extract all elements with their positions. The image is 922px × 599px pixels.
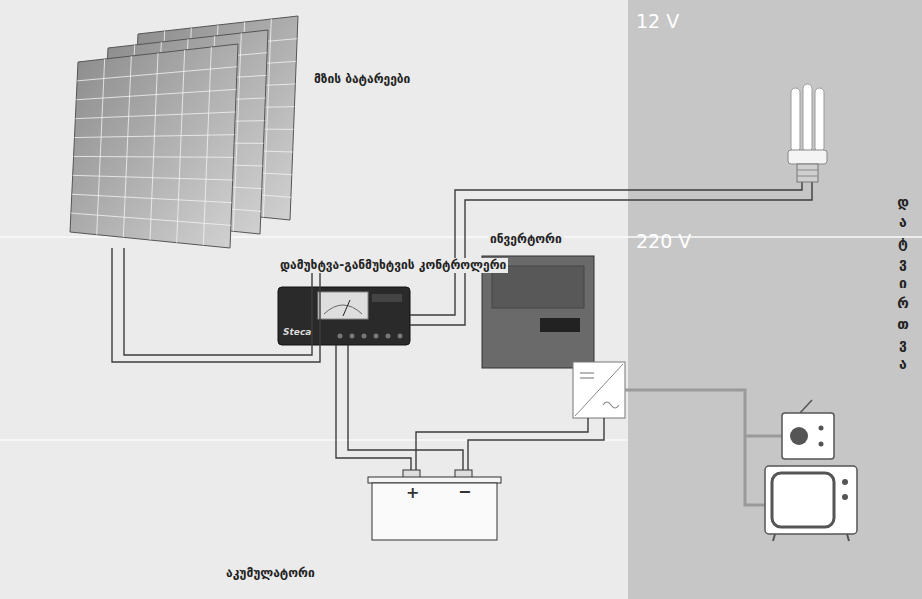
radio-speaker [790,427,808,445]
tv-icon [765,466,857,541]
lamp-thread [797,170,818,171]
solar-panels [70,16,298,248]
node-label: აკუმულატორი [224,566,317,581]
node-label: ინვერტორი [488,232,564,247]
node-label: 220 V [636,230,691,252]
brand-label: Steca [283,327,311,337]
meter-window [318,292,368,319]
panel-grid [75,112,235,119]
lamp-collar [788,150,827,164]
panel-grid [77,67,237,81]
tv-leg [773,534,775,541]
panel-grid [71,213,231,225]
tv-leg [847,534,849,541]
tv-screen [772,473,834,527]
node-label: დამუხტვა-განმუხტვის კონტროლერი [278,258,508,273]
node-label: + [406,484,419,502]
node-label: დატვირთვა [896,192,910,375]
terminal-screw [338,334,343,339]
panel-grid [74,135,234,138]
panel-grid [72,194,232,202]
tv-knob [842,479,848,485]
converter-symbol [573,362,625,418]
panel-grid [150,53,158,240]
terminal-screw [386,334,391,339]
lamp-base [797,164,818,182]
radio-knob [819,442,824,447]
node-label: 12 V [636,10,679,32]
radio-antenna [800,400,812,413]
battery-body [372,483,497,540]
lamp-thread [797,176,818,177]
panel-grid [123,56,131,237]
inverter-box: ინვერტორი [478,232,628,418]
panel-grid [97,59,105,235]
inverter-display [540,318,580,332]
wire-connector [348,345,463,470]
panel-grid [203,47,211,245]
wire-connector [468,418,604,470]
converter-box [573,362,625,418]
terminal-screw [362,334,367,339]
tv-body [765,466,857,534]
controller-box: დამუხტვა-განმუხტვის კონტროლერი [278,258,548,345]
dc-symbol [580,372,594,373]
wire-connector [336,345,411,470]
radio-knob [819,426,824,431]
terminal-screw [350,334,355,339]
load-band: 12 V 220 V დატვირთვა [628,0,922,599]
lamp-wire [410,182,802,315]
load-ground [628,0,922,599]
panel-grid [74,156,234,158]
lamp-wire [410,182,812,325]
lamp-icon [788,84,827,182]
lamp-tube [815,88,824,152]
battery-lid [368,477,501,483]
solar-panel [70,44,238,248]
controller-body [278,287,410,345]
wire-connector [416,418,588,470]
terminal-screw [398,334,403,339]
panel-grid [76,89,236,99]
panel-grid [177,50,185,243]
battery-box: აკუმულატორი + − [220,470,502,585]
node-label: − [458,483,471,501]
radio-body [782,413,834,459]
controller-device [278,287,410,345]
controller-strip [372,294,402,302]
solar-panel-group: მზის ბატარეები [70,15,450,248]
meter-scale [324,305,362,314]
dc-symbol [580,377,594,378]
ac-symbol [603,402,619,408]
battery-device [368,470,501,540]
lamp-tube [791,88,800,152]
radio-icon [782,400,834,459]
converter-diagonal [575,364,623,416]
panel-grid [73,175,233,180]
ac-wire [625,390,782,505]
tv-knob [842,494,848,500]
terminal-screw [374,334,379,339]
node-label: მზის ბატარეები [312,72,412,87]
meter-needle [343,300,350,316]
lamp-tube [803,84,812,152]
